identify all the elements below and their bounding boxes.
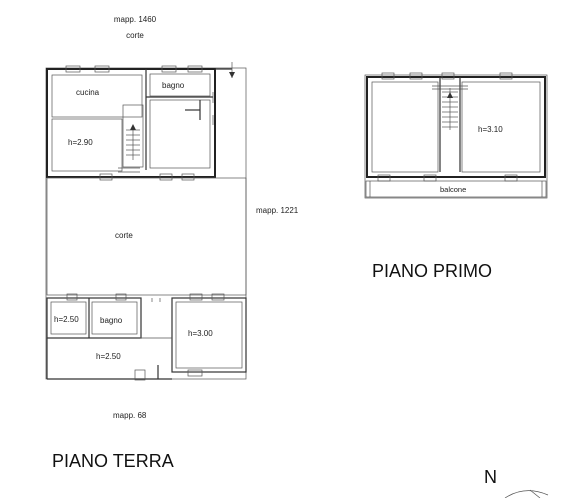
- piano-primo-title: PIANO PRIMO: [372, 261, 492, 281]
- h310-label: h=3.10: [478, 125, 503, 134]
- first-floor-plan: h=3.10 balcone PIANO PRIMO: [364, 72, 548, 281]
- balcone-area: [365, 180, 547, 198]
- balcone-label: balcone: [440, 185, 466, 194]
- mapp-68-label: mapp. 68: [113, 411, 147, 420]
- bagno-bottom-label: bagno: [100, 316, 123, 325]
- house-outline: [46, 68, 216, 178]
- cucina-label: cucina: [76, 88, 100, 97]
- bagno-top-label: bagno: [162, 81, 185, 90]
- mapp-1221-label: mapp. 1221: [256, 206, 299, 215]
- ground-floor-plan: mapp. 1460 corte cucina bagno h=2.90 map…: [45, 15, 299, 471]
- corte-top-label: corte: [126, 31, 144, 40]
- north-arrow: N: [484, 467, 549, 498]
- north-label: N: [484, 467, 497, 487]
- mapp-1460-label: mapp. 1460: [114, 15, 157, 24]
- h250-bottom-label: h=2.50: [96, 352, 121, 361]
- h290-label: h=2.90: [68, 138, 93, 147]
- corte-mid-label: corte: [115, 231, 133, 240]
- first-floor-outline: [364, 74, 548, 199]
- stairs-first: [432, 85, 468, 130]
- h300-label: h=3.00: [188, 329, 213, 338]
- corte-courtyard: [46, 177, 247, 296]
- piano-terra-title: PIANO TERRA: [52, 451, 174, 471]
- h250-left-label: h=2.50: [54, 315, 79, 324]
- stairs-ground: [126, 124, 140, 160]
